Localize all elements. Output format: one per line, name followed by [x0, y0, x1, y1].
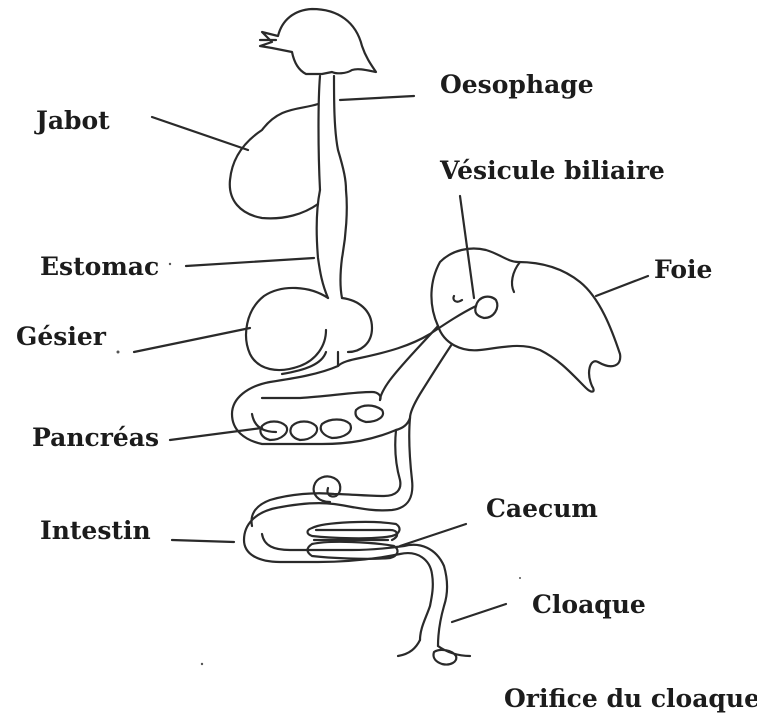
- leader-caecum: [400, 524, 466, 546]
- label-estomac: Estomac: [40, 254, 159, 279]
- crop: [230, 104, 318, 218]
- liver-lobe-line: [512, 262, 520, 292]
- speck: [201, 663, 203, 665]
- label-oesophage: Oesophage: [440, 72, 594, 97]
- cloaca: [398, 640, 470, 665]
- gall-bladder: [475, 297, 497, 318]
- leader-foie: [596, 276, 648, 296]
- intestine-inner: [262, 530, 447, 646]
- label-pancreas: Pancréas: [32, 425, 159, 450]
- label-caecum: Caecum: [486, 496, 598, 521]
- leader-jabot: [152, 117, 248, 150]
- label-orifice-du-cloaque: Orifice du cloaque: [504, 686, 757, 711]
- bile-duct: [338, 296, 476, 366]
- label-jabot: Jabot: [36, 108, 110, 133]
- leader-cloaque: [452, 604, 506, 622]
- liver: [431, 249, 620, 392]
- head-outline: [260, 9, 376, 74]
- speck: [117, 351, 120, 354]
- label-intestin: Intestin: [40, 518, 151, 543]
- gizzard: [246, 288, 372, 370]
- leader-vesicule: [460, 196, 474, 298]
- proventriculus: [317, 190, 347, 298]
- hepatic-duct: [380, 326, 452, 418]
- label-vesicule-biliaire: Vésicule biliaire: [440, 158, 665, 183]
- speck: [519, 577, 521, 579]
- label-cloaque: Cloaque: [532, 592, 646, 617]
- leader-intestin: [172, 540, 234, 542]
- pancreas-lobes: [260, 406, 383, 441]
- label-foie: Foie: [654, 257, 712, 282]
- intestine-coil: [314, 476, 341, 502]
- leader-estomac: [186, 258, 314, 266]
- leader-oesophage: [340, 96, 414, 100]
- oesophagus: [319, 76, 347, 190]
- leader-gesier: [134, 328, 250, 352]
- label-gesier: Gésier: [16, 324, 106, 349]
- speck: [169, 263, 171, 265]
